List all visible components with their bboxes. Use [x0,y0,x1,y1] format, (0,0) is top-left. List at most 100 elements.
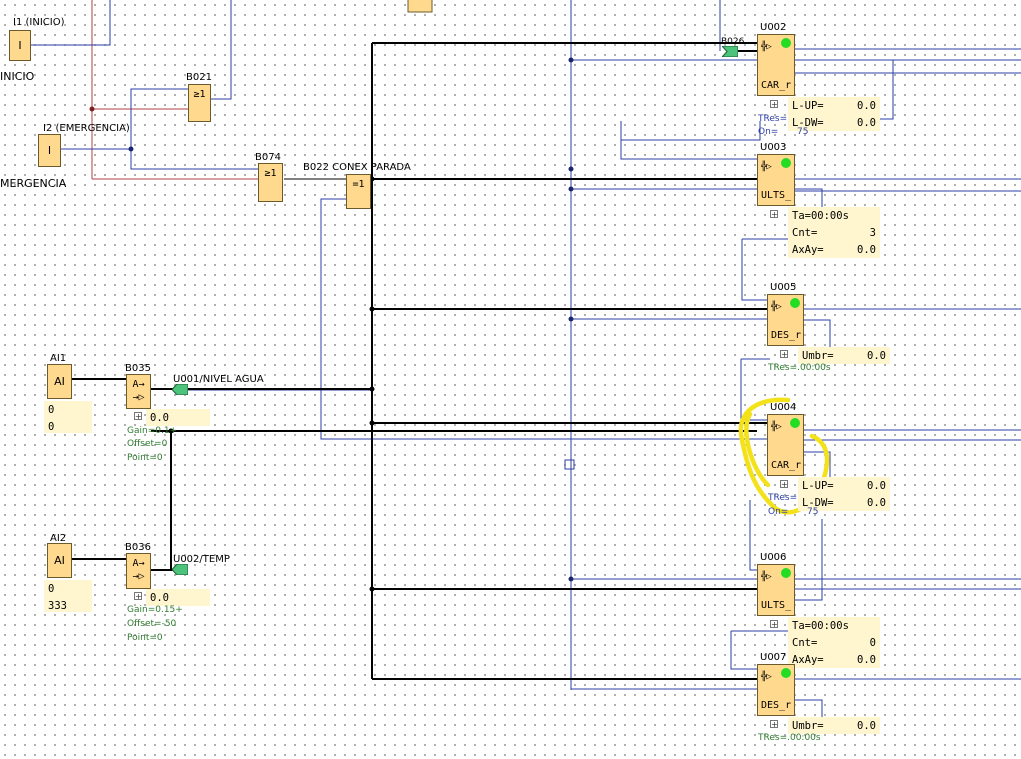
u002-row-2-key: L-DW= [792,117,824,129]
udf-icon: ╬▷ [761,162,772,172]
b036-output-label: U002/TEMP [173,554,230,565]
gate-b022[interactable]: =1 [346,174,371,209]
u006-row-1: Ta=00:00s [792,618,876,635]
b036-value: 0.0 [150,592,169,604]
analog-input-ai2[interactable]: AI [47,543,72,578]
u006-param-panel: Ta=00:00s Cnt=0 AxAy=0.0 [788,617,880,668]
status-led-icon [781,158,791,168]
b035-output-connector-icon[interactable] [172,384,188,395]
u004-row-2-key: L-DW= [802,497,834,509]
b035-expand-icon[interactable]: + [134,412,142,421]
status-led-icon [781,568,791,578]
b022-label: B022 CONEX PARADA [303,162,411,173]
u006-row-3-key: AxAy= [792,654,824,666]
u003-label: U003 [760,142,787,153]
u005-param-panel: Umbr= 0.0 [798,347,890,364]
u004-expand-icon[interactable]: + [780,480,788,489]
u005-row-1-val: 0.0 [867,350,886,362]
analog-input-ai1[interactable]: AI [47,364,72,399]
u003-expand-icon[interactable]: + [770,210,778,219]
ai2-value-row-1: 0 [48,581,88,598]
u006-row-3: AxAy=0.0 [792,652,876,669]
u004-row-1: L-UP=0.0 [802,478,886,495]
u007-expand-icon[interactable]: + [770,720,778,729]
udf-u003-block[interactable]: ╬▷ ULTS_ [757,154,795,206]
input-i2-block-text: I [47,144,52,157]
ai2-value-1: 0 [48,583,55,595]
gate-b074[interactable]: ≥1 [258,163,283,202]
b036-offset: Offset=-50 [127,619,177,629]
u007-row-1-key: Umbr= [792,720,824,732]
partial-block[interactable] [407,0,433,13]
b021-label: B021 [186,72,212,83]
b036-expand-icon[interactable]: + [134,592,142,601]
ai2-value-2: 333 [48,600,67,612]
b035-offset: Offset=0 [127,439,168,449]
status-led-icon [781,668,791,678]
udf-u002-block[interactable]: ╬▷ CAR_r [757,34,795,96]
udf-icon: ╬▷ [761,572,772,582]
b036-label: B036 [125,542,151,553]
u006-type: ULTS_ [761,600,792,611]
i2-side-text: MERGENCIA [0,177,67,190]
b026-connector-icon[interactable] [722,46,738,57]
amplifier-b036[interactable]: A→→▷ [126,553,151,589]
u002-row-1-val: 0.0 [857,100,876,112]
i1-label: I1 (INICIO) [13,17,65,28]
u002-row-2-val: 0.0 [857,117,876,129]
b035-output-label: U001/NIVEL AGUA [173,374,264,385]
b036-output-connector-icon[interactable] [172,564,188,575]
gate-b022-symbol: =1 [352,179,365,190]
u002-row-1: L-UP= 0.0 [792,98,876,115]
gate-b074-symbol: ≥1 [264,168,277,179]
u004-tres: TRes= [768,493,798,503]
udf-icon: ╬▷ [771,422,782,432]
udf-icon: ╬▷ [771,302,782,312]
u005-row-1: Umbr= 0.0 [802,348,886,365]
ai1-value-row-1: 0 [48,402,88,419]
u002-row-1-key: L-UP= [792,100,824,112]
b035-gain: Gain=0.1+ [127,426,178,436]
u006-label: U006 [760,552,787,563]
u007-row-1: Umbr=0.0 [792,718,876,735]
udf-u004-block[interactable]: ╬▷ CAR_r [767,414,804,476]
u002-label: U002 [760,22,787,33]
u002-expand-icon[interactable]: + [770,100,778,109]
junction-dot [89,106,95,112]
ai2-values-panel: 0 333 [44,580,92,612]
input-i1-block[interactable]: I [9,30,31,61]
udf-u005-block[interactable]: ╬▷ DES_r [767,294,804,346]
udf-u007-block[interactable]: ╬▷ DES_r [757,664,795,716]
input-i2-block[interactable]: I [38,134,61,167]
u003-row-1: Ta=00:00s [792,208,876,225]
u005-type: DES_r [771,330,802,341]
u005-row-1-key: Umbr= [802,350,834,362]
u005-expand-icon[interactable]: + [780,350,788,359]
u004-param-panel: L-UP=0.0 L-DW=0.0 [798,477,890,511]
ai1-label: AI1 [50,353,67,364]
gate-b021-symbol: ≥1 [193,89,206,100]
u003-row-2: Cnt=3 [792,225,876,242]
u006-expand-icon[interactable]: + [770,620,778,629]
b035-value: 0.0 [150,412,169,424]
u006-row-2-val: 0 [869,637,876,649]
u004-row-1-key: L-UP= [802,480,834,492]
u004-type: CAR_r [771,460,802,471]
amplifier-b035[interactable]: A→→▷ [126,374,151,409]
udf-icon: ╬▷ [761,42,772,52]
b036-value-panel: 0.0 [146,589,210,606]
u002-tres: TRes= [758,114,788,124]
u007-param-panel: Umbr=0.0 [788,717,880,734]
udf-u006-block[interactable]: ╬▷ ULTS_ [757,564,795,616]
u005-label: U005 [770,282,797,293]
u006-row-1-key: Ta=00:00s [792,620,849,632]
i1-side-text: INICIO [0,70,35,83]
u004-on: On= [768,507,789,517]
u002-on-value: 75 [797,127,809,137]
gate-b021[interactable]: ≥1 [188,84,211,122]
b074-label: B074 [255,152,281,163]
u003-param-panel: Ta=00:00s Cnt=3 AxAy=0.0 [788,207,880,258]
status-led-icon [790,298,800,308]
highlight-scribble [738,397,830,515]
